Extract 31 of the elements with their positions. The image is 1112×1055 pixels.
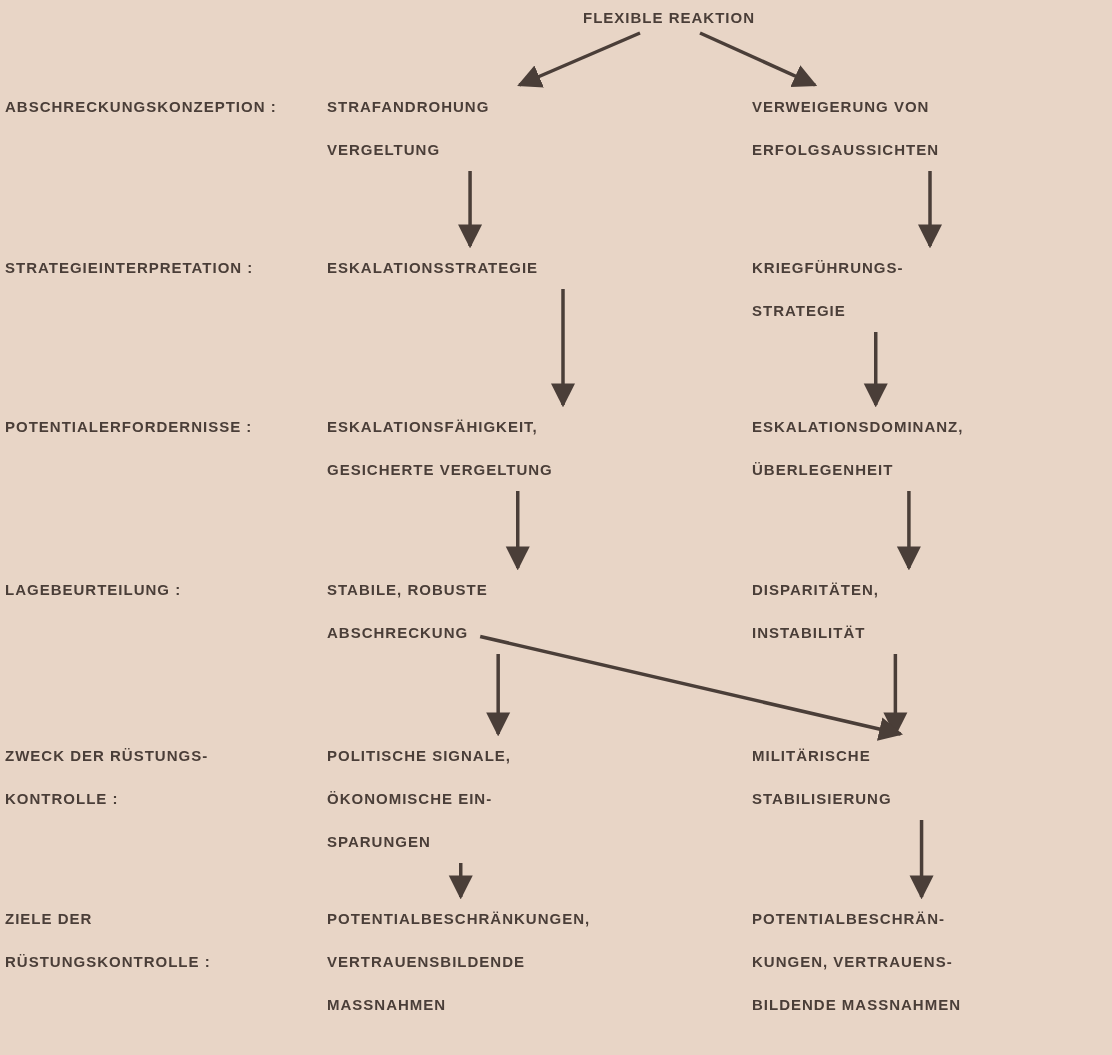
row-heading: LAGEBEURTEILUNG : bbox=[5, 580, 183, 600]
arrow bbox=[505, 491, 530, 571]
arrow bbox=[551, 289, 575, 408]
concept-text: VERWEIGERUNG VON ERFOLGSAUSSICHTEN bbox=[752, 85, 1092, 171]
concept-text: KRIEGFÜHRUNGS- STRATEGIE bbox=[752, 246, 1092, 332]
row-heading: ZWECK DER RÜSTUNGS- KONTROLLE : bbox=[5, 746, 210, 809]
arrow bbox=[699, 31, 818, 88]
row-heading: ZIELE DER RÜSTUNGSKONTROLLE : bbox=[5, 909, 212, 972]
concept-text: STABILE, ROBUSTE ABSCHRECKUNG bbox=[327, 568, 589, 654]
arrow bbox=[486, 654, 511, 737]
concept-text: POLITISCHE SIGNALE, ÖKONOMISCHE EIN- SPARUNGEN bbox=[327, 734, 687, 863]
concept-text: ESKALATIONSSTRATEGIE bbox=[327, 246, 687, 289]
row-heading: STRATEGIEINTERPRETATION : bbox=[5, 258, 255, 278]
concept-text: STRAFANDROHUNG VERGELTUNG bbox=[327, 85, 687, 171]
arrow bbox=[517, 31, 641, 88]
arrow bbox=[896, 491, 921, 571]
arrow bbox=[458, 171, 483, 249]
concept-text: ESKALATIONSFÄHIGKEIT, GESICHERTE VERGELTUNG bbox=[327, 405, 687, 491]
arrow bbox=[479, 634, 903, 741]
concept-text: ESKALATIONSDOMINANZ, ÜBERLEGENHEIT bbox=[752, 405, 1092, 491]
row-heading: POTENTIALERFORDERNISSE : bbox=[5, 417, 254, 437]
arrow bbox=[863, 332, 888, 408]
arrow bbox=[918, 171, 942, 249]
concept-text: MILITÄRISCHE STABILISIERUNG bbox=[752, 734, 1092, 820]
row-heading: ABSCHRECKUNGSKONZEPTION : bbox=[5, 97, 278, 117]
concept-text: POTENTIALBESCHRÄNKUNGEN, VERTRAUENSBILDENDE MASSNAHMEN bbox=[327, 897, 687, 1026]
top-concept-text: FLEXIBLE REAKTION bbox=[583, 3, 783, 33]
arrow bbox=[909, 820, 934, 900]
concept-text: POTENTIALBESCHRÄN- KUNGEN, VERTRAUENS- BILDENDE MASSNAHMEN bbox=[752, 897, 1092, 1026]
concept-text: DISPARITÄTEN, INSTABILITÄT bbox=[752, 568, 1092, 654]
arrow bbox=[448, 863, 473, 900]
